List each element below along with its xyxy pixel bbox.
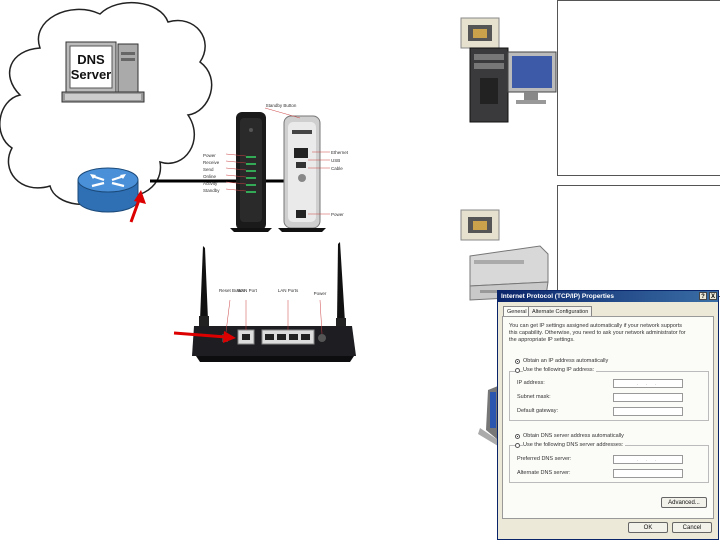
modem-port-cable: Cable — [331, 166, 343, 171]
wireless-router-image — [192, 242, 356, 362]
modem-light-standby: Standby — [203, 188, 220, 193]
network-diagram-left: DNS Server — [0, 1, 356, 362]
ip-address-field[interactable]: . . . — [613, 379, 683, 388]
pc-info-box — [557, 0, 720, 176]
help-button[interactable]: ? — [699, 292, 707, 300]
modem-port-usb: USB — [331, 158, 340, 163]
alternate-dns-field[interactable] — [613, 469, 683, 478]
network-jack-icon — [460, 209, 500, 241]
router-label-power: Power — [314, 291, 327, 296]
ok-button[interactable]: OK — [628, 522, 668, 533]
router-label-reset: Reset Button — [219, 288, 246, 293]
modem-light-receive: Receive — [203, 160, 220, 165]
intro-text-line1: You can get IP settings assigned automat… — [509, 323, 683, 329]
radio-auto-ip[interactable] — [515, 359, 520, 364]
red-arrow-wan — [173, 331, 236, 343]
radio-manual-ip[interactable] — [515, 368, 520, 373]
cancel-button[interactable]: Cancel — [672, 522, 712, 533]
laptop-image — [478, 386, 498, 446]
modem-port-ethernet: Ethernet — [331, 150, 349, 155]
label-manual-dns: Use the following DNS server addresses: — [523, 442, 626, 449]
cisco-router-icon — [77, 167, 139, 213]
label-auto-ip: Obtain an IP address automatically — [523, 358, 609, 364]
label-alternate-dns: Alternate DNS server: — [517, 470, 571, 476]
printer-info-box — [557, 185, 720, 297]
advanced-button[interactable]: Advanced... — [661, 497, 707, 508]
intro-text-line2: this capability. Otherwise, you need to … — [509, 330, 686, 336]
cable-modem-image — [225, 107, 330, 232]
preferred-dns-field[interactable]: . . . — [613, 455, 683, 464]
general-panel: You can get IP settings assigned automat… — [502, 316, 714, 519]
desktop-pc-image — [469, 47, 557, 123]
router-label-wan: WAN Port — [237, 288, 258, 293]
label-preferred-dns: Preferred DNS server: — [517, 456, 572, 462]
dns-label-line2: Server — [71, 67, 111, 82]
devices-right — [460, 17, 557, 446]
tcpip-properties-dialog: Internet Protocol (TCP/IP) Properties ? … — [497, 290, 719, 540]
radio-manual-dns[interactable] — [515, 443, 520, 448]
modem-port-power: Power — [331, 212, 344, 217]
label-subnet-mask: Subnet mask: — [517, 394, 551, 400]
manual-ip-group — [509, 371, 709, 421]
default-gateway-field[interactable] — [613, 407, 683, 416]
close-button[interactable]: X — [709, 292, 717, 300]
network-jack-icon — [460, 17, 500, 49]
internet-cloud — [0, 1, 213, 206]
label-default-gateway: Default gateway: — [517, 408, 558, 414]
dialog-title: Internet Protocol (TCP/IP) Properties — [501, 293, 615, 300]
radio-auto-dns[interactable] — [515, 434, 520, 439]
dns-label-line1: DNS — [77, 52, 105, 67]
tab-alternate-configuration[interactable]: Alternate Configuration — [528, 306, 593, 316]
modem-standby-label: Standby Button — [266, 103, 297, 108]
red-arrow-router — [129, 190, 146, 223]
modem-light-activity: Activity — [203, 181, 218, 186]
label-manual-ip: Use the following IP address: — [523, 367, 597, 374]
label-ip-address: IP address: — [517, 380, 545, 386]
modem-light-power: Power — [203, 153, 216, 158]
router-label-lan: LAN Ports — [278, 288, 299, 293]
dns-server-icon — [61, 41, 145, 103]
subnet-mask-field[interactable] — [613, 393, 683, 402]
modem-light-send: Send — [203, 167, 214, 172]
label-auto-dns: Obtain DNS server address automatically — [523, 433, 624, 439]
dialog-titlebar: Internet Protocol (TCP/IP) Properties ? … — [498, 291, 718, 302]
intro-text-line3: the appropriate IP settings. — [509, 337, 575, 343]
modem-light-online: Online — [203, 174, 217, 179]
tab-general[interactable]: General — [503, 306, 531, 316]
